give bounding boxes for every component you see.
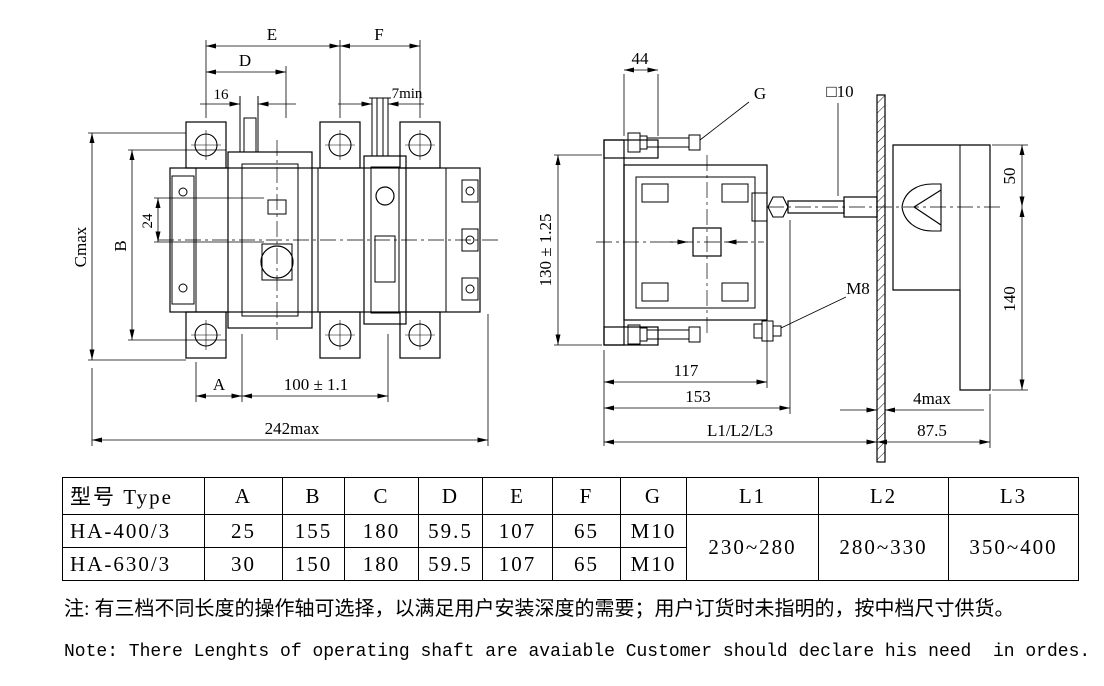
header-L1: L1: [686, 477, 819, 515]
fixing-bolt-top: [627, 132, 701, 153]
dim-label-square10: □10: [826, 82, 853, 101]
leader-M8: [780, 296, 847, 329]
dim-label-24: 24: [140, 213, 156, 229]
cell-A: 30: [204, 547, 283, 581]
dim-label-F: F: [374, 25, 383, 44]
cell-L2: 280~330: [818, 514, 949, 581]
m8-bolt: [753, 320, 782, 342]
cell-E: 107: [482, 514, 553, 548]
dim-label-242max: 242max: [265, 419, 320, 438]
header-G: G: [620, 477, 687, 515]
centerlines: [596, 155, 1004, 335]
mounting-bracket: [399, 311, 441, 359]
fixing-bolt-bottom: [627, 324, 701, 345]
header-D: D: [418, 477, 483, 515]
cell-G: M10: [620, 547, 687, 581]
dim-label-D: D: [239, 51, 251, 70]
dim-label-130: 130 ± 1.25: [536, 213, 555, 286]
bracket-flange-bottom: [603, 326, 659, 346]
dim-label-44: 44: [632, 49, 650, 68]
spec-table: 型号 Type A B C D E F G L1 L2 L3 HA-400/3 …: [62, 477, 1079, 581]
dim-label-87-5: 87.5: [917, 421, 947, 440]
table-header-row: 型号 Type A B C D E F G L1 L2 L3: [62, 477, 1079, 515]
cell-D: 59.5: [418, 547, 483, 581]
cell-A: 25: [204, 514, 283, 548]
dim-label-117: 117: [674, 361, 699, 380]
dim-label-M8: M8: [846, 279, 870, 298]
terminal-screws: [239, 96, 259, 153]
cell-type: HA-400/3: [62, 514, 205, 548]
dim-label-50: 50: [1000, 168, 1019, 185]
hole-centerlines: [191, 130, 435, 350]
cell-G: M10: [620, 514, 687, 548]
table-row-ha400: HA-400/3 25 155 180 59.5 107 65 M10 230~…: [62, 514, 1079, 581]
rivet-hole: [178, 283, 188, 293]
technical-drawing: E F D 16 7min Cmax B 24 A 100 ± 1.1 242m…: [71, 25, 1028, 463]
side-view-labels: 44 G □10 130 ± 1.25 50 140 M8 117 153 L1…: [536, 49, 1019, 440]
side-view: [596, 94, 1004, 463]
dim-label-Cmax: Cmax: [71, 226, 90, 267]
dim-label-B: B: [111, 240, 130, 251]
header-L3: L3: [948, 477, 1079, 515]
centerlines: [158, 140, 502, 340]
front-view-labels: E F D 16 7min Cmax B 24 A 100 ± 1.1 242m…: [71, 25, 423, 438]
rivet-hole: [178, 187, 188, 197]
mounting-bracket: [185, 121, 227, 169]
cell-C: 180: [344, 547, 419, 581]
mounting-plate: [603, 139, 625, 346]
dim-label-100: 100 ± 1.1: [284, 375, 349, 394]
mounting-bracket: [185, 311, 227, 359]
cell-type: HA-630/3: [62, 547, 205, 581]
header-A: A: [204, 477, 283, 515]
header-F: F: [552, 477, 621, 515]
note-chinese: 注: 有三档不同长度的操作轴可选择，以满足用户安装深度的需要；用户订货时未指明的…: [64, 598, 1015, 620]
cell-B: 155: [282, 514, 345, 548]
mounting-bracket: [319, 121, 361, 169]
header-type: 型号 Type: [62, 477, 205, 515]
side-view-dimensions: [554, 67, 1028, 448]
panel-wall: [876, 94, 886, 463]
header-L2: L2: [818, 477, 949, 515]
dim-label-E: E: [267, 25, 277, 44]
dim-label-16: 16: [214, 87, 230, 103]
note-english: Note: There Lenghts of operating shaft a…: [64, 642, 1091, 662]
dim-label-A: A: [213, 375, 226, 394]
bracket-flange-top: [603, 139, 659, 159]
cell-B: 150: [282, 547, 345, 581]
cell-F: 65: [552, 547, 621, 581]
leader-G: [699, 101, 750, 141]
cell-C: 180: [344, 514, 419, 548]
header-E: E: [482, 477, 553, 515]
dim-label-153: 153: [685, 387, 711, 406]
handle-bracket: [892, 144, 991, 391]
handle: [901, 183, 942, 232]
dim-label-L1L2L3: L1/L2/L3: [707, 421, 773, 440]
dim-label-G: G: [754, 84, 766, 103]
mounting-bracket: [319, 311, 361, 359]
switch-body-side: [623, 164, 768, 321]
mounting-bracket: [399, 121, 441, 169]
cell-F: 65: [552, 514, 621, 548]
dim-label-140: 140: [1000, 286, 1019, 312]
cell-D: 59.5: [418, 514, 483, 548]
table-row-ha630: HA-630/3 30 150 180 59.5 107 65 M10: [62, 547, 1079, 581]
header-B: B: [282, 477, 345, 515]
front-view-dimensions: [88, 40, 489, 446]
cell-E: 107: [482, 547, 553, 581]
cell-L3: 350~400: [948, 514, 1079, 581]
front-view: [158, 96, 502, 359]
terminal-wires: [369, 97, 391, 156]
header-C: C: [344, 477, 419, 515]
dim-label-4max: 4max: [913, 389, 951, 408]
cell-L1: 230~280: [686, 514, 819, 581]
dim-label-7min: 7min: [392, 86, 423, 102]
